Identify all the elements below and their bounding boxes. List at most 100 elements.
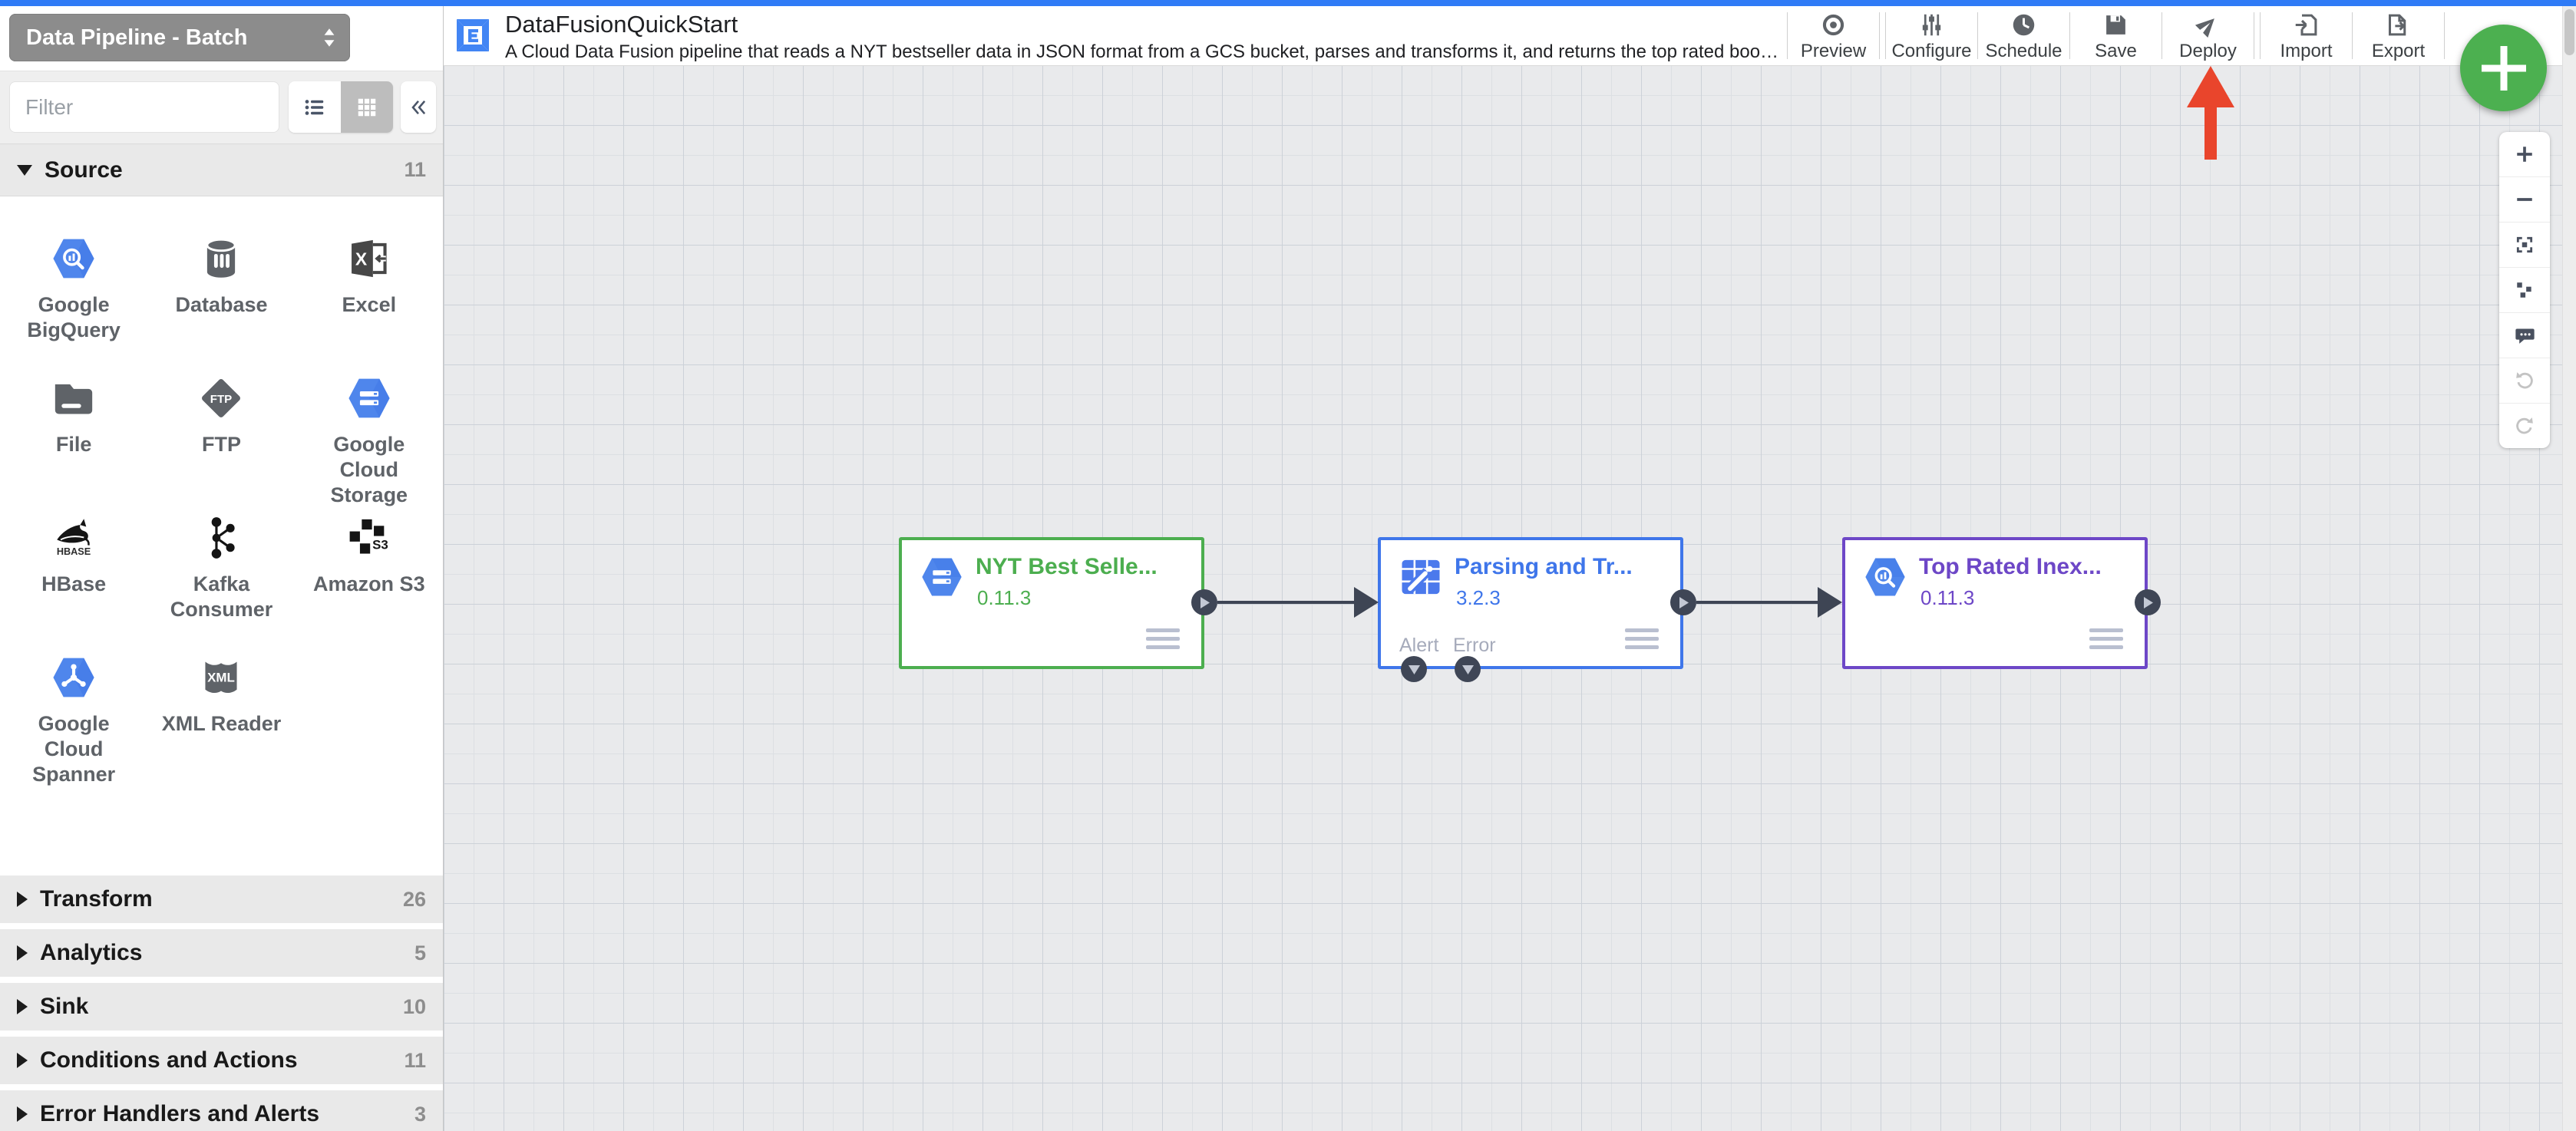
error-port-label: Error bbox=[1453, 635, 1496, 656]
pipeline-node-nyt-best-sellers[interactable]: NYT Best Selle... 0.11.3 bbox=[899, 537, 1217, 669]
plugin-item-amazon-s3[interactable]: S3 Amazon S3 bbox=[296, 516, 443, 655]
section-count-badge: 11 bbox=[404, 1048, 426, 1072]
error-port[interactable] bbox=[1455, 656, 1481, 682]
s3-cubes-icon: S3 bbox=[347, 516, 391, 560]
canvas-controls-panel bbox=[2499, 132, 2550, 448]
redo-button[interactable] bbox=[2499, 403, 2550, 448]
zoom-out-icon bbox=[2515, 190, 2535, 209]
pipeline-type-row: Data Pipeline - Batch bbox=[0, 6, 443, 71]
deploy-button[interactable]: Deploy bbox=[2162, 6, 2254, 65]
svg-text:FTP: FTP bbox=[210, 393, 233, 406]
collapse-sidebar-button[interactable] bbox=[401, 81, 436, 133]
section-count-badge: 5 bbox=[414, 941, 426, 964]
undo-icon bbox=[2515, 371, 2535, 391]
output-port[interactable] bbox=[2135, 589, 2161, 615]
sidebar-section-analytics[interactable]: Analytics 5 bbox=[0, 929, 443, 977]
export-button[interactable]: Export bbox=[2353, 6, 2444, 65]
export-icon bbox=[2386, 12, 2411, 38]
pipeline-canvas[interactable]: NYT Best Selle... 0.11.3 Parsing and Tr.… bbox=[444, 65, 2576, 1131]
section-count-badge: 10 bbox=[402, 994, 426, 1018]
wrangler-icon bbox=[1399, 556, 1442, 598]
folder-icon bbox=[51, 376, 96, 420]
add-plugin-button[interactable] bbox=[2460, 25, 2547, 111]
chevron-collapsed-icon bbox=[17, 1053, 28, 1068]
toolbar-divider bbox=[2444, 12, 2445, 59]
paper-plane-icon bbox=[2195, 12, 2221, 38]
plugin-item-google-cloud-spanner[interactable]: Google Cloud Spanner bbox=[0, 655, 147, 795]
node-version: 0.11.3 bbox=[1920, 586, 1975, 609]
chevron-collapsed-icon bbox=[17, 945, 28, 961]
plugin-item-google-bigquery[interactable]: Google BigQuery bbox=[0, 236, 147, 376]
xml-book-icon: XML bbox=[199, 655, 243, 700]
hbase-orca-icon: HBASE bbox=[51, 516, 96, 560]
toolbar-divider bbox=[2352, 12, 2353, 59]
zoom-in-button[interactable] bbox=[2499, 132, 2550, 176]
filter-input[interactable] bbox=[9, 81, 279, 133]
output-port[interactable] bbox=[1191, 589, 1217, 615]
plugin-item-hbase[interactable]: HBASE HBase bbox=[0, 516, 147, 655]
connection-arrowhead-icon bbox=[1354, 587, 1379, 618]
plugin-item-google-cloud-storage[interactable]: Google Cloud Storage bbox=[296, 376, 443, 516]
sidebar-filter-row bbox=[0, 71, 443, 144]
toolbar-divider bbox=[1977, 12, 1978, 59]
source-plugin-grid: Google BigQuery Database bbox=[0, 196, 443, 869]
sliders-icon bbox=[1919, 12, 1944, 38]
pipeline-type-selector[interactable]: Data Pipeline - Batch bbox=[9, 14, 350, 61]
node-menu-icon[interactable] bbox=[1625, 628, 1659, 649]
plugin-item-kafka-consumer[interactable]: Kafka Consumer bbox=[147, 516, 295, 655]
schedule-button[interactable]: Schedule bbox=[1978, 6, 2069, 65]
plugin-item-ftp[interactable]: FTP FTP bbox=[147, 376, 295, 516]
zoom-out-button[interactable] bbox=[2499, 176, 2550, 222]
plugin-sidebar: Data Pipeline - Batch bbox=[0, 6, 444, 1131]
plugin-grid-empty-cell bbox=[296, 655, 443, 795]
pipeline-node-top-rated-books[interactable]: Top Rated Inex... 0.11.3 bbox=[1842, 537, 2161, 669]
sidebar-section-source[interactable]: Source 11 bbox=[0, 144, 443, 196]
node-menu-icon[interactable] bbox=[1146, 628, 1180, 649]
pipeline-title: DataFusionQuickStart bbox=[505, 11, 738, 38]
grid-view-button[interactable] bbox=[341, 81, 393, 133]
output-port[interactable] bbox=[1670, 589, 1696, 615]
alert-port[interactable] bbox=[1401, 656, 1427, 682]
select-arrows-icon bbox=[324, 28, 335, 47]
node-menu-icon[interactable] bbox=[2089, 628, 2123, 649]
alert-port-label: Alert bbox=[1399, 635, 1439, 656]
sidebar-section-transform[interactable]: Transform 26 bbox=[0, 875, 443, 923]
section-count-badge: 26 bbox=[402, 887, 426, 911]
sidebar-section-sink[interactable]: Sink 10 bbox=[0, 983, 443, 1030]
plugin-item-file[interactable]: File bbox=[0, 376, 147, 516]
chevron-expanded-icon bbox=[17, 164, 32, 176]
sidebar-section-conditions-and-actions[interactable]: Conditions and Actions 11 bbox=[0, 1037, 443, 1084]
fit-to-screen-button[interactable] bbox=[2499, 222, 2550, 267]
toolbar-divider bbox=[2069, 12, 2070, 59]
list-view-button[interactable] bbox=[289, 81, 341, 133]
fit-to-screen-icon bbox=[2515, 235, 2535, 255]
scrollbar-thumb[interactable] bbox=[2564, 9, 2574, 55]
svg-text:HBASE: HBASE bbox=[57, 546, 91, 557]
save-button[interactable]: Save bbox=[2070, 6, 2162, 65]
preview-button[interactable]: Preview bbox=[1788, 6, 1879, 65]
import-button[interactable]: Import bbox=[2261, 6, 2352, 65]
canvas-scrollbar[interactable] bbox=[2562, 6, 2576, 1131]
plugin-item-database[interactable]: Database bbox=[147, 236, 295, 376]
list-view-icon bbox=[303, 96, 326, 119]
auto-align-icon bbox=[2515, 280, 2535, 300]
pipeline-toolbar: Preview Configure Schedule bbox=[1787, 6, 2445, 65]
connection-line[interactable] bbox=[1217, 601, 1354, 604]
pipeline-header: DataFusionQuickStart A Cloud Data Fusion… bbox=[444, 6, 2576, 66]
node-version: 0.11.3 bbox=[977, 586, 1032, 609]
plugin-item-excel[interactable]: X Excel bbox=[296, 236, 443, 376]
configure-button[interactable]: Configure bbox=[1886, 6, 1977, 65]
plugin-item-xml-reader[interactable]: XML XML Reader bbox=[147, 655, 295, 795]
section-count-badge: 3 bbox=[414, 1102, 426, 1126]
auto-align-button[interactable] bbox=[2499, 267, 2550, 312]
sidebar-section-error-handlers-and-alerts[interactable]: Error Handlers and Alerts 3 bbox=[0, 1090, 443, 1131]
node-title: Top Rated Inex... bbox=[1919, 554, 2102, 579]
undo-button[interactable] bbox=[2499, 358, 2550, 403]
node-title: NYT Best Selle... bbox=[976, 554, 1158, 579]
pipeline-node-parsing-transform[interactable]: Parsing and Tr... 3.2.3 Alert Error bbox=[1378, 537, 1696, 682]
toolbar-group-divider bbox=[1879, 12, 1886, 59]
excel-icon: X bbox=[347, 236, 391, 281]
comment-button[interactable] bbox=[2499, 312, 2550, 358]
connection-line[interactable] bbox=[1696, 601, 1819, 604]
